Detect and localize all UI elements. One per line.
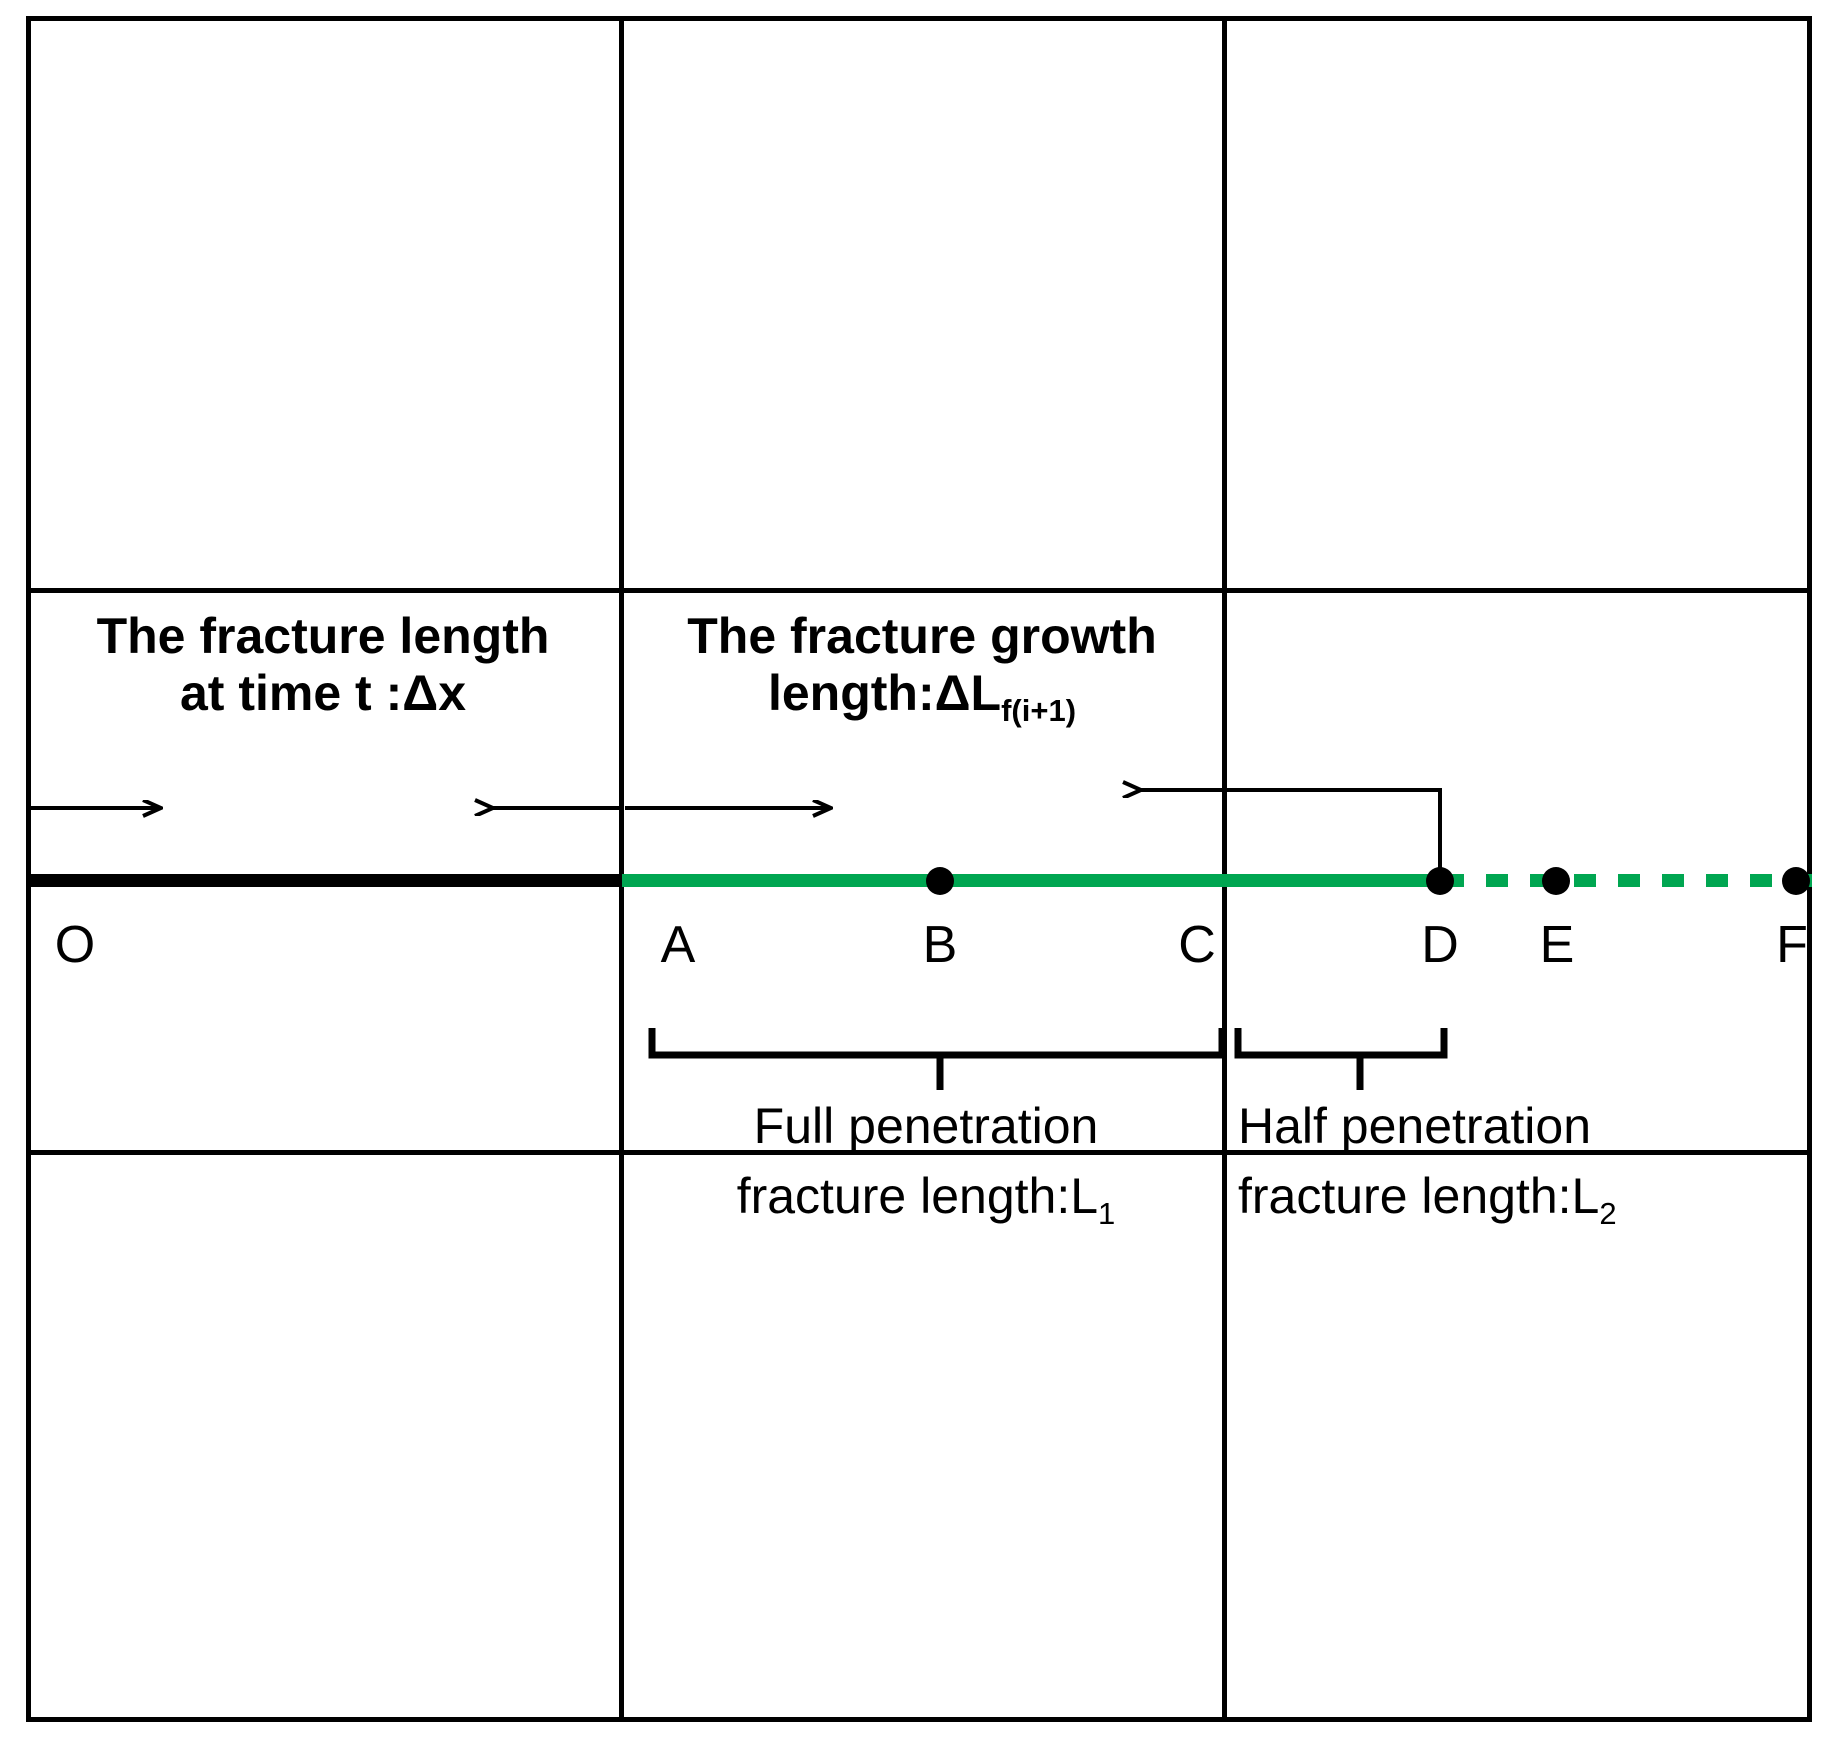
grid-vrule-left: [619, 16, 624, 1722]
grid-hrule-top: [26, 588, 1812, 593]
half-penetration-length-subscript: 2: [1599, 1196, 1617, 1231]
delta-l-subscript: f(i+1): [1001, 693, 1077, 728]
half-penetration-label: Half penetration: [1238, 1098, 1591, 1155]
point-label-e: E: [1539, 916, 1575, 974]
fracture-length-label: The fracture length at time t :Δx: [30, 608, 616, 722]
node-marker-d: [1426, 867, 1454, 895]
half-penetration-label-line1: Half penetration: [1238, 1098, 1592, 1154]
fracture-growth-label-line2-pre: length:: [767, 665, 935, 721]
full-penetration-length-text: fracture length:L: [736, 1168, 1099, 1224]
half-penetration-length-text: fracture length:L: [1238, 1168, 1600, 1224]
fracture-length-label-line2-post: x: [438, 665, 466, 721]
projected-fracture-segment: [1442, 874, 1812, 887]
fracture-growth-label-line1: The fracture growth: [687, 608, 1157, 664]
half-penetration-length-label: fracture length:L2: [1238, 1168, 1617, 1229]
point-label-b: B: [922, 916, 958, 974]
outer-frame: [26, 16, 1812, 1722]
fracture-length-label-line2: at time t :Δx: [30, 665, 616, 722]
fracture-growth-label-line2: length:ΔLf(i+1): [624, 665, 1220, 726]
node-marker-e: [1542, 867, 1570, 895]
delta-l-symbol: ΔL: [934, 665, 1002, 721]
node-marker-f: [1782, 867, 1810, 895]
fracture-length-label-line2-pre: at time t :: [180, 665, 403, 721]
delta-symbol: Δ: [402, 665, 439, 721]
full-penetration-label: Full penetration: [626, 1098, 1226, 1155]
point-label-o: O: [54, 916, 96, 974]
full-penetration-length-label: fracture length:L1: [626, 1168, 1226, 1229]
point-label-d: D: [1421, 916, 1459, 974]
full-penetration-length-subscript: 1: [1098, 1196, 1116, 1231]
node-marker-b: [926, 867, 954, 895]
fracture-length-label-line1: The fracture length: [96, 608, 550, 664]
grid-vrule-right: [1222, 16, 1227, 1722]
grown-fracture-segment: [622, 874, 1442, 887]
point-label-a: A: [660, 916, 696, 974]
point-label-f: F: [1776, 916, 1808, 974]
point-label-c: C: [1178, 916, 1216, 974]
grid-hrule-bottom: [26, 1150, 1812, 1155]
fracture-growth-label: The fracture growth length:ΔLf(i+1): [624, 608, 1220, 726]
existing-fracture-segment: [26, 874, 622, 887]
full-penetration-label-line1: Full penetration: [753, 1098, 1099, 1154]
